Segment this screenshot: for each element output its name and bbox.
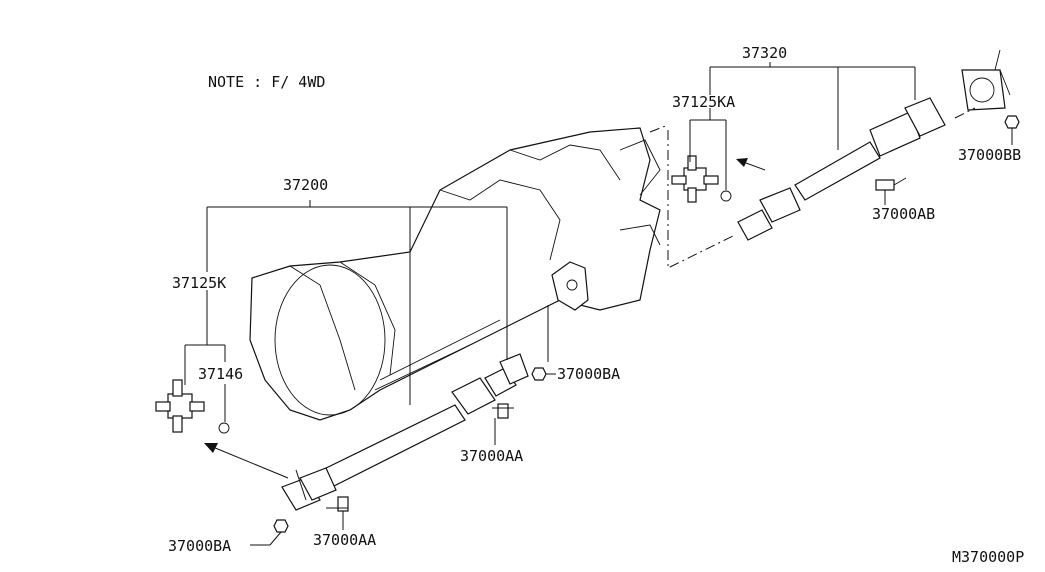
part-label-37200: 37200 (283, 176, 328, 194)
part-label-37125K: 37125K (172, 274, 226, 292)
front-propeller-shaft (737, 49, 1020, 241)
part-label-37000BA-mid: 37000BA (557, 365, 620, 383)
part-label-37146: 37146 (198, 365, 243, 383)
figure-code: M370000P (952, 548, 1024, 566)
part-label-37320: 37320 (742, 44, 787, 62)
universal-joint-spider-rear (155, 379, 230, 434)
leader-lines (184, 62, 1013, 546)
section-boundary (649, 107, 976, 269)
part-label-37000AA-low: 37000AA (313, 531, 376, 549)
transmission-housing (249, 127, 661, 421)
rear-propeller-shaft (273, 353, 547, 533)
part-label-37125KA: 37125KA (672, 93, 735, 111)
part-label-37000BA-low: 37000BA (168, 537, 231, 555)
assembly-arrow-front (736, 158, 766, 171)
part-label-37000AA-mid: 37000AA (460, 447, 523, 465)
part-label-37000AB: 37000AB (872, 205, 935, 223)
assembly-arrow-rear (204, 443, 289, 479)
universal-joint-spider-front (671, 155, 732, 203)
part-label-37000BB: 37000BB (958, 146, 1021, 164)
note-text: NOTE : F/ 4WD (208, 73, 325, 91)
